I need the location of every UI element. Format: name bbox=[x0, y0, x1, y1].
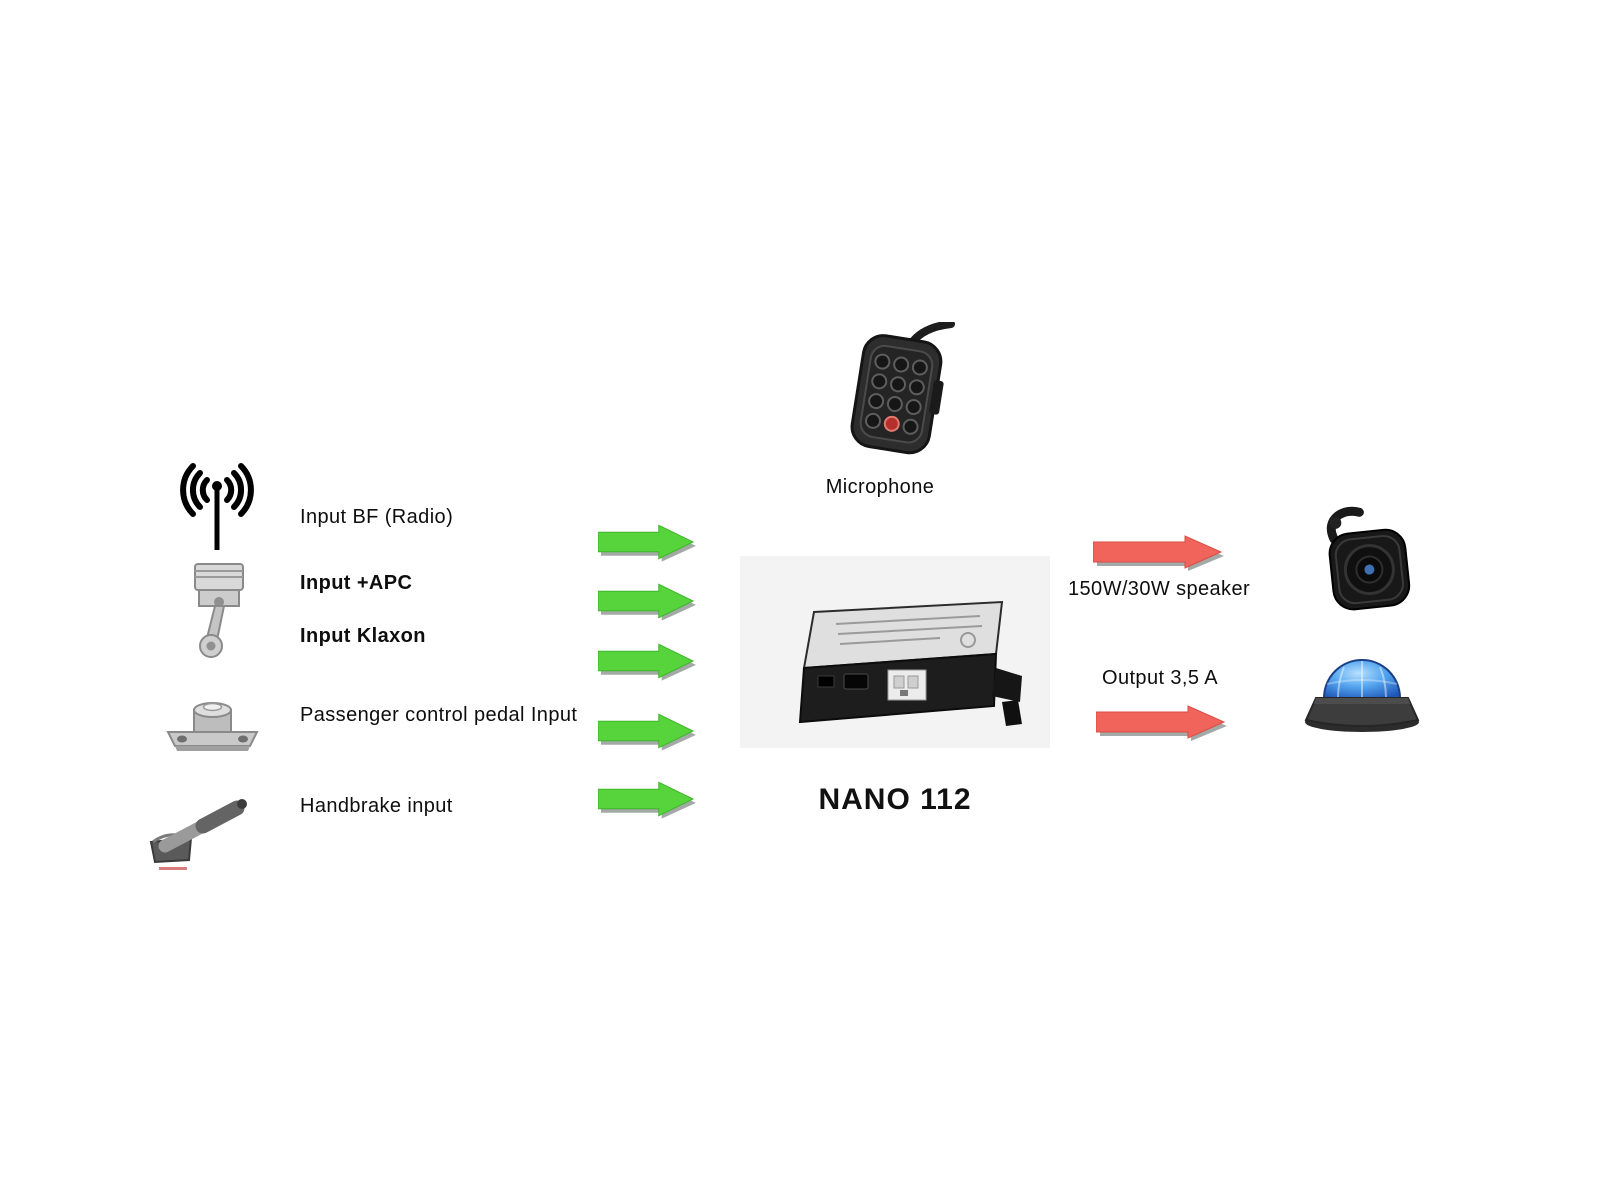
red-arrow-beacon bbox=[1093, 703, 1231, 741]
green-arrow-input-klaxon bbox=[598, 641, 696, 681]
blue-beacon-icon bbox=[1304, 659, 1420, 732]
speaker-horn-icon bbox=[1327, 506, 1411, 611]
nano-112-device-icon bbox=[798, 600, 1022, 726]
input-klaxon-label: Input Klaxon bbox=[300, 625, 426, 647]
piston-icon bbox=[194, 563, 244, 658]
microphone-icon bbox=[850, 322, 955, 455]
device-title: NANO 112 bbox=[818, 783, 972, 816]
green-arrow-input-apc bbox=[598, 581, 696, 621]
handbrake-icon bbox=[149, 799, 247, 870]
microphone-label: Microphone bbox=[825, 476, 935, 498]
green-arrow-handbrake bbox=[598, 779, 696, 819]
input-bf-radio-label: Input BF (Radio) bbox=[300, 506, 454, 528]
passenger-control-pedal-label: Passenger control pedal Input bbox=[300, 704, 578, 726]
green-arrow-input-bf bbox=[598, 522, 696, 562]
red-arrow-speaker bbox=[1093, 533, 1225, 571]
input-apc-label: Input +APC bbox=[300, 572, 413, 594]
pedal-icon bbox=[166, 702, 259, 751]
output-3-5a-label: Output 3,5 A bbox=[1102, 667, 1218, 689]
radio-broadcast-icon bbox=[180, 463, 254, 550]
handbrake-input-label: Handbrake input bbox=[300, 795, 453, 817]
green-arrow-pedal bbox=[598, 711, 696, 751]
speaker-output-label: 150W/30W speaker bbox=[1068, 578, 1251, 600]
